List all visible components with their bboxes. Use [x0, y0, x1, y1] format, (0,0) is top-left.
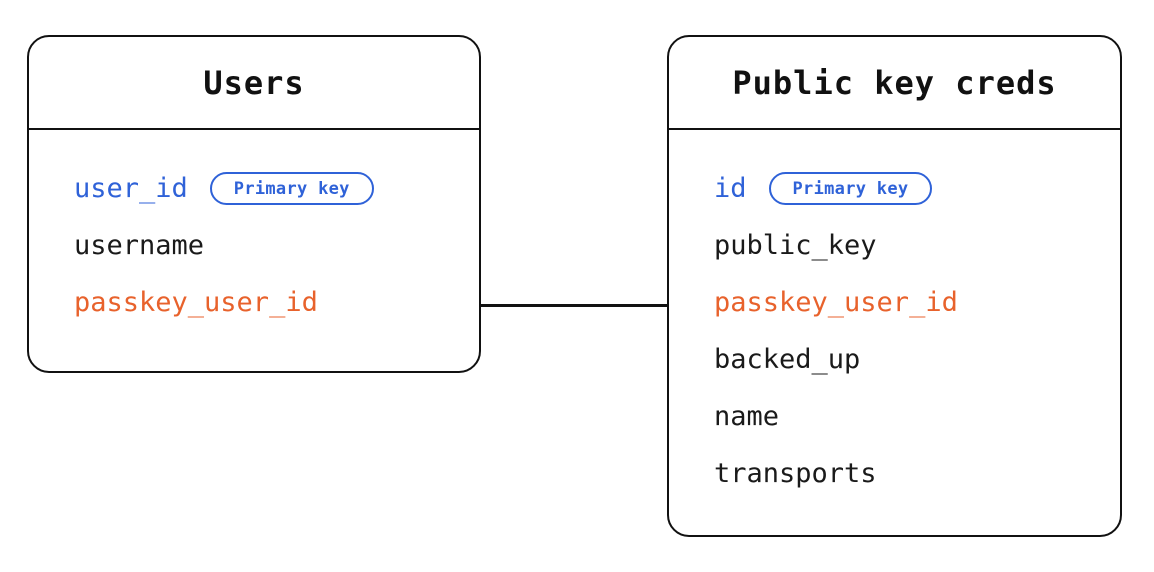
field-name-user-id: user_id	[74, 173, 188, 204]
entity-header-users: Users	[29, 37, 479, 130]
entity-title-users: Users	[203, 63, 305, 102]
field-name-username: username	[74, 230, 205, 261]
field-name-transports: transports	[714, 458, 877, 489]
primary-key-badge: Primary key	[768, 172, 933, 205]
field-name-public-key: public_key	[714, 230, 877, 261]
entity-title-public-key-creds: Public key creds	[732, 63, 1057, 102]
entity-fields-users: user_id Primary key username passkey_use…	[29, 130, 479, 331]
field-row-backed-up[interactable]: backed_up	[669, 331, 1120, 388]
field-row-username[interactable]: username	[29, 217, 479, 274]
relationship-line-users-to-public-key-creds	[481, 304, 668, 307]
field-row-name[interactable]: name	[669, 388, 1120, 445]
entity-fields-public-key-creds: id Primary key public_key passkey_user_i…	[669, 130, 1120, 502]
primary-key-badge: Primary key	[209, 172, 374, 205]
field-name-passkey-user-id: passkey_user_id	[714, 287, 958, 318]
entity-card-users[interactable]: Users user_id Primary key username passk…	[27, 35, 481, 373]
field-name-backed-up: backed_up	[714, 344, 861, 375]
field-row-passkey-user-id[interactable]: passkey_user_id	[29, 274, 479, 331]
field-name-id: id	[714, 173, 747, 204]
field-row-user-id[interactable]: user_id Primary key	[29, 160, 479, 217]
entity-card-public-key-creds[interactable]: Public key creds id Primary key public_k…	[667, 35, 1122, 537]
field-row-public-key[interactable]: public_key	[669, 217, 1120, 274]
field-name-passkey-user-id: passkey_user_id	[74, 287, 318, 318]
field-row-id[interactable]: id Primary key	[669, 160, 1120, 217]
field-row-transports[interactable]: transports	[669, 445, 1120, 502]
field-row-passkey-user-id[interactable]: passkey_user_id	[669, 274, 1120, 331]
field-name-name: name	[714, 401, 780, 432]
entity-header-public-key-creds: Public key creds	[669, 37, 1120, 130]
